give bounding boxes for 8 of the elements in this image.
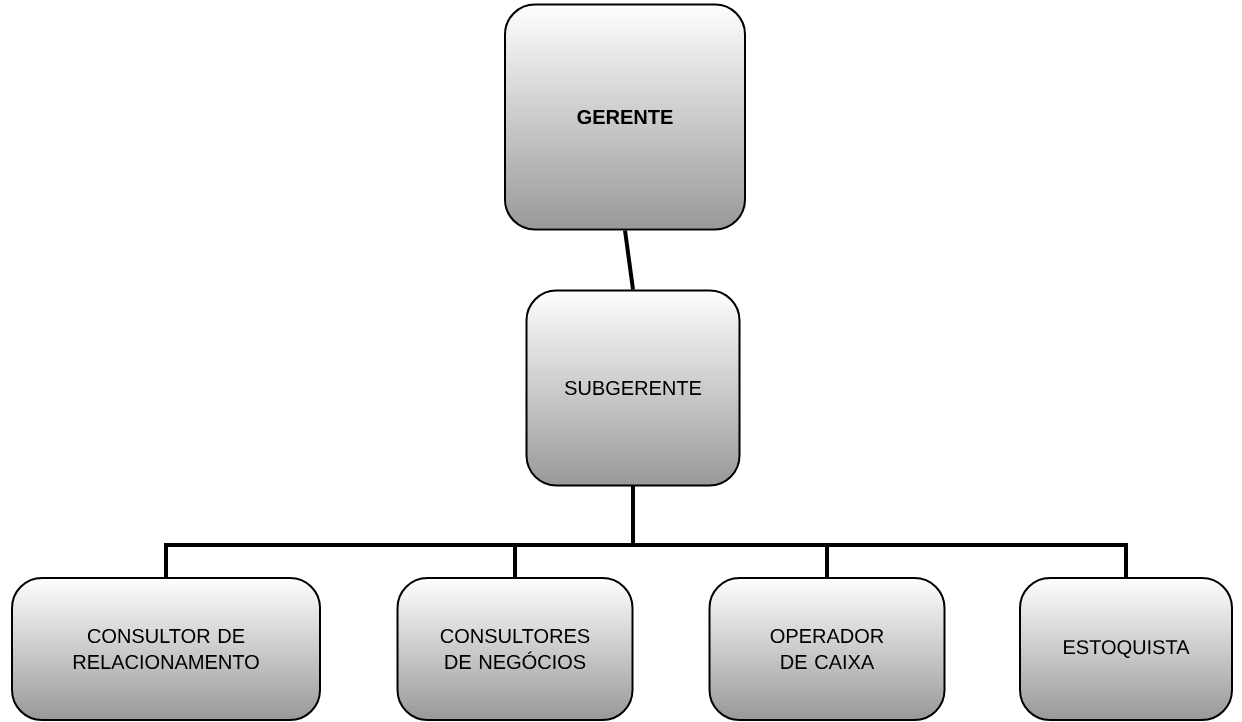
org-box: CONSULTOR DE RELACIONAMENTO xyxy=(11,577,321,721)
connector-line xyxy=(631,486,1128,577)
connector-line xyxy=(623,230,635,290)
org-box: GERENTE xyxy=(504,3,746,231)
org-box: CONSULTORES DE NEGÓCIOS xyxy=(396,577,634,721)
org-box: ESTOQUISTA xyxy=(1019,577,1233,721)
org-box: OPERADOR DE CAIXA xyxy=(708,577,946,721)
org-box: SUBGERENTE xyxy=(525,289,741,487)
